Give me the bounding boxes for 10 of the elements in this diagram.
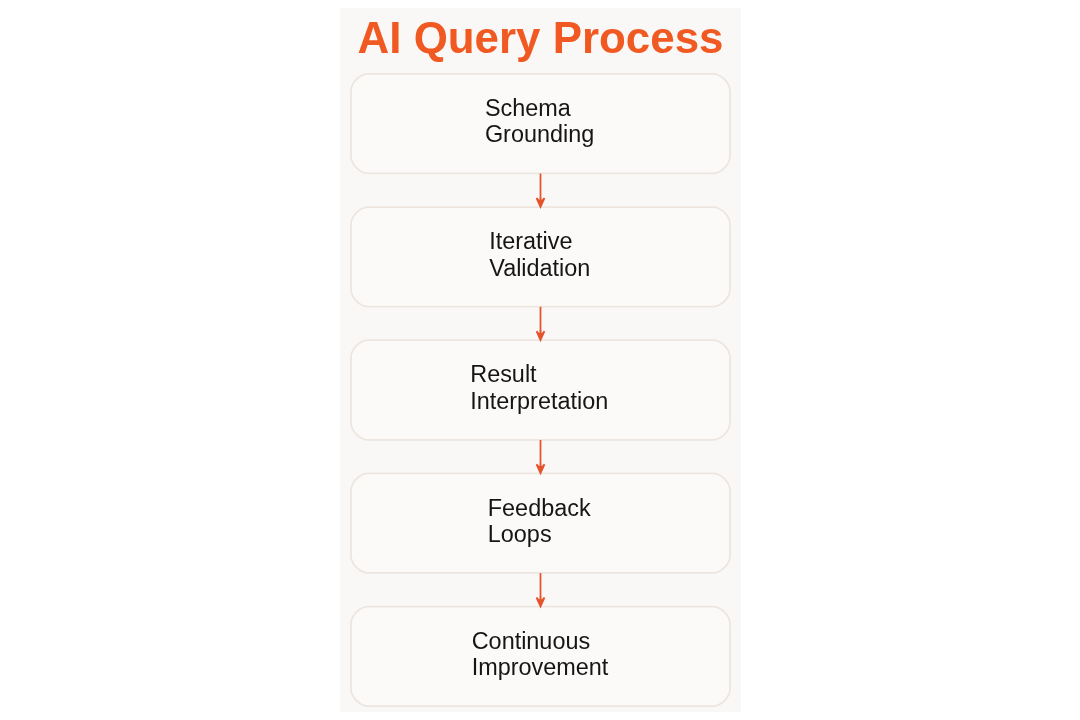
node-box: Iterative Validation [349,206,731,308]
arrow [535,305,545,341]
arrow [535,439,545,475]
arrow [535,572,545,608]
arrow [535,172,545,208]
node-box: Feedback Loops [349,472,731,574]
node-box: Continuous Improvement [349,605,731,707]
node-box: Schema Grounding [349,73,731,175]
diagram-title: AI Query Process [357,13,723,63]
node-box: Result Interpretation [349,339,731,441]
